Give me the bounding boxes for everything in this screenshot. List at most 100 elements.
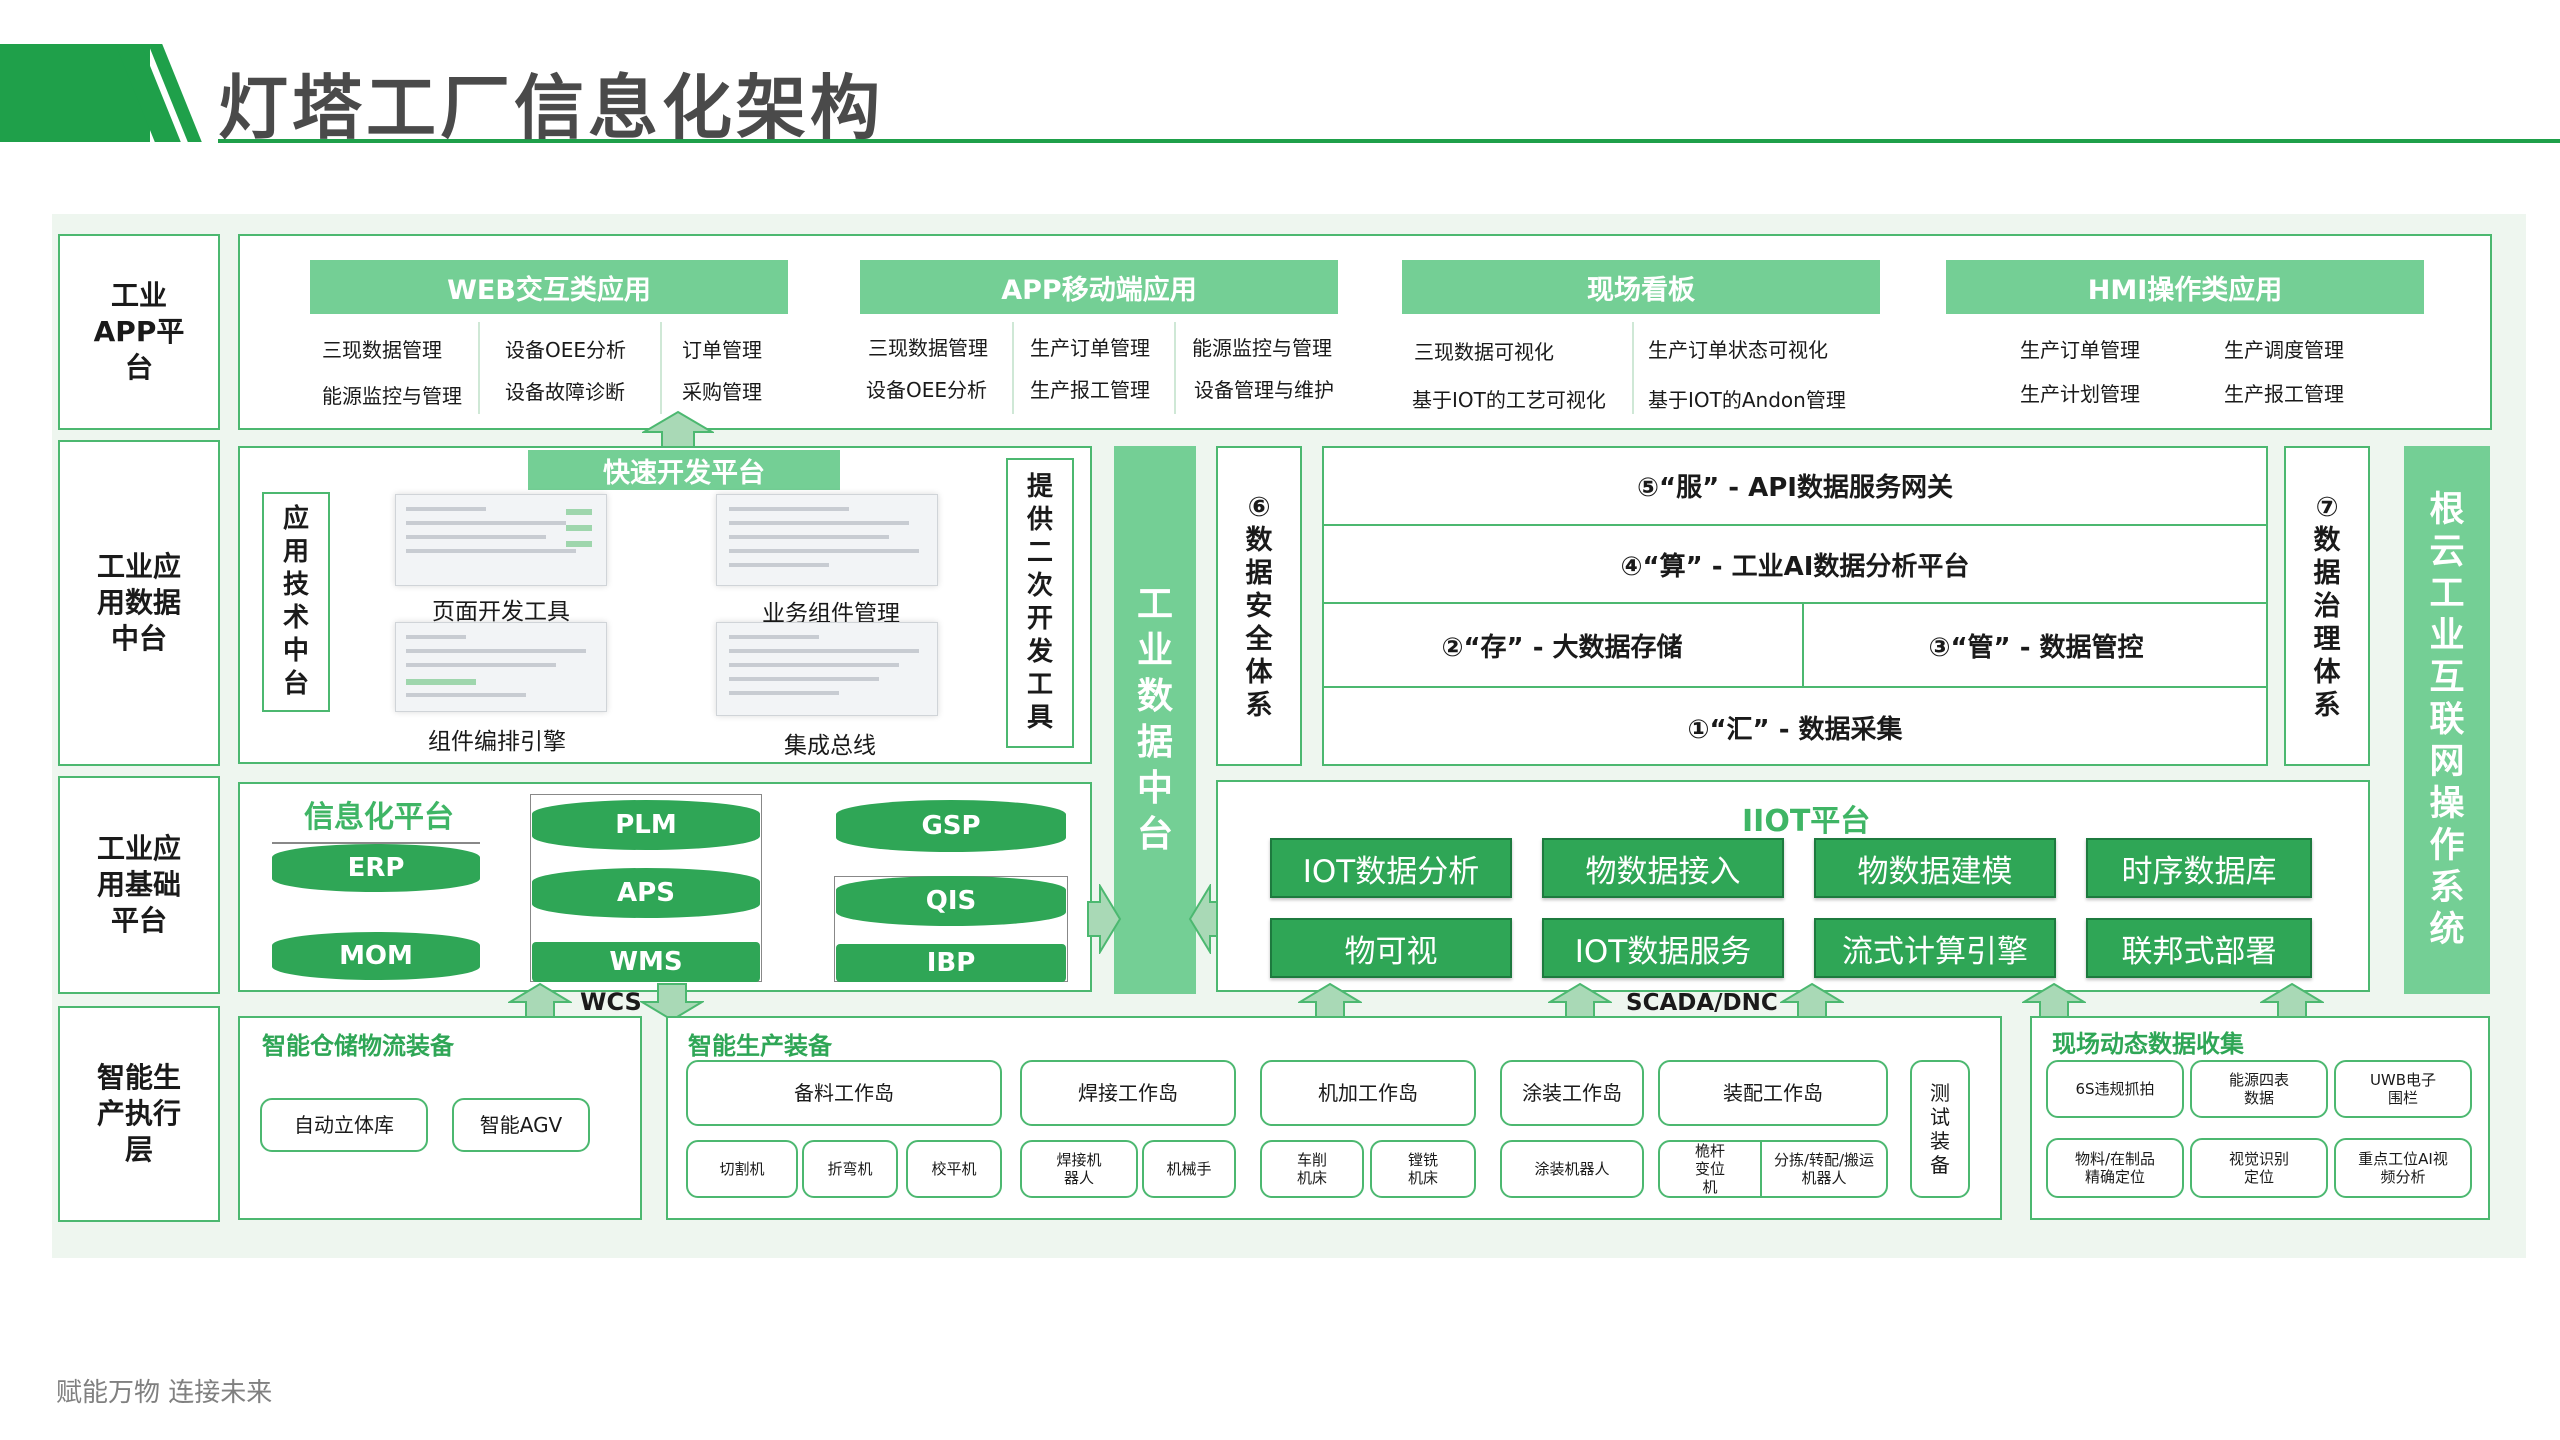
work-cell: 备料工作岛 <box>686 1060 1002 1126</box>
app-item: 设备OEE分析 <box>866 374 987 403</box>
divider <box>1174 322 1176 414</box>
layer-label-data: 工业应用数据中台 <box>58 440 220 766</box>
page-title: 灯塔工厂信息化架构 <box>218 52 884 153</box>
vertical-label-text: ⑦数据治理体系 <box>2312 491 2342 722</box>
layer-label-exec: 智能生产执行层 <box>58 1006 220 1222</box>
app-item: 能源监控与管理 <box>1192 332 1332 361</box>
business-component-thumbnail <box>716 494 938 586</box>
divider <box>478 322 480 414</box>
vertical-label-text: 应用技术中台 <box>282 503 310 701</box>
web-apps-header: WEB交互类应用 <box>310 260 788 314</box>
footer-slogan: 赋能万物 连接未来 <box>56 1372 272 1409</box>
ai-analytics-row: ④“算” - 工业AI数据分析平台 <box>1322 524 2268 602</box>
app-item: 采购管理 <box>682 376 762 405</box>
onsite-data-collection-title: 现场动态数据收集 <box>2052 1024 2244 1059</box>
industrial-data-platform-column: 工业数据中台 <box>1114 446 1196 994</box>
machine-item: 涂装机器人 <box>1500 1140 1644 1198</box>
app-tech-panel <box>238 446 1092 764</box>
system-qis: QIS <box>836 876 1066 926</box>
layer-label-base: 工业应用基础平台 <box>58 776 220 994</box>
work-cell: 焊接工作岛 <box>1020 1060 1236 1126</box>
app-item: 设备故障诊断 <box>505 376 625 405</box>
bigdata-storage-row: ②“存” - 大数据存储 <box>1322 602 1802 686</box>
rapid-dev-platform: 快速开发平台 <box>528 450 840 490</box>
machine-item: 分拣/转配/搬运机器人 <box>1760 1140 1888 1198</box>
vertical-label-text: 提供二次开发工具 <box>1026 471 1054 735</box>
component-orchestration-thumbnail <box>395 622 607 712</box>
scada-dnc-label: SCADA/DNC <box>1626 990 1778 1016</box>
system-plm: PLM <box>532 800 760 850</box>
secondary-dev-tools-label: 提供二次开发工具 <box>1006 458 1074 748</box>
data-security-system: ⑥数据安全体系 <box>1216 446 1302 766</box>
test-equipment: 测试装备 <box>1910 1060 1970 1198</box>
kanban-header: 现场看板 <box>1402 260 1880 314</box>
tool-label: 集成总线 <box>784 726 876 760</box>
layer-label-text: 工业应用基础平台 <box>84 831 194 939</box>
app-item: 生产订单状态可视化 <box>1648 334 1828 363</box>
app-item: 能源监控与管理 <box>322 380 462 409</box>
right-arrow-icon <box>1086 884 1122 954</box>
collection-item: 6S违规抓拍 <box>2046 1060 2184 1118</box>
work-cell: 涂装工作岛 <box>1500 1060 1644 1126</box>
integration-bus-thumbnail <box>716 622 938 716</box>
collection-item: 视觉识别定位 <box>2190 1138 2328 1198</box>
system-erp: ERP <box>272 844 480 892</box>
iiot-module: 联邦式部署 <box>2086 918 2312 978</box>
divider <box>1632 322 1634 414</box>
collection-item: 重点工位AI视频分析 <box>2334 1138 2472 1198</box>
layer-label-text: 工业应用数据中台 <box>84 549 194 657</box>
layer-label-text: 工业APP平台 <box>84 278 194 386</box>
iiot-module: 流式计算引擎 <box>1814 918 2056 978</box>
machine-item: 镗铣机床 <box>1370 1140 1476 1198</box>
app-item: 设备OEE分析 <box>505 334 626 363</box>
info-platform-title: 信息化平台 <box>304 792 454 836</box>
tool-label: 组件编排引擎 <box>428 722 566 756</box>
iiot-module: IOT数据服务 <box>1542 918 1784 978</box>
app-item: 生产计划管理 <box>2020 378 2140 407</box>
app-item: 生产调度管理 <box>2224 334 2344 363</box>
up-arrow-icon <box>642 410 714 450</box>
layer-label-text: 智能生产执行层 <box>84 1060 194 1168</box>
vertical-label-text: ⑥数据安全体系 <box>1244 491 1274 722</box>
system-gsp: GSP <box>836 800 1066 852</box>
app-item: 订单管理 <box>682 334 762 363</box>
data-governance-system: ⑦数据治理体系 <box>2284 446 2370 766</box>
app-item: 设备管理与维护 <box>1194 374 1334 403</box>
machine-item: 焊接机器人 <box>1020 1140 1138 1198</box>
layer-label-app: 工业APP平台 <box>58 234 220 430</box>
rootcloud-os-column: 根云工业互联网操作系统 <box>2404 446 2490 994</box>
app-item: 三现数据管理 <box>322 334 442 363</box>
work-cell: 机加工作岛 <box>1260 1060 1476 1126</box>
collection-item: UWB电子围栏 <box>2334 1060 2472 1118</box>
iiot-module: 时序数据库 <box>2086 838 2312 898</box>
machine-item: 校平机 <box>906 1140 1002 1198</box>
wcs-label: WCS <box>580 988 642 1016</box>
app-tech-midplatform-label: 应用技术中台 <box>262 492 330 712</box>
app-item: 三现数据管理 <box>868 332 988 361</box>
system-aps: APS <box>532 868 760 918</box>
app-item: 基于IOT的工艺可视化 <box>1412 384 1606 413</box>
divider <box>1012 322 1014 414</box>
system-mom: MOM <box>272 932 480 980</box>
collection-item: 物料/在制品精确定位 <box>2046 1138 2184 1198</box>
tool-label: 页面开发工具 <box>432 592 570 626</box>
vertical-label-text: 测试装备 <box>1929 1081 1951 1177</box>
app-item: 三现数据可视化 <box>1414 336 1554 365</box>
app-item: 生产报工管理 <box>2224 378 2344 407</box>
warehouse-equipment-title: 智能仓储物流装备 <box>262 1026 454 1061</box>
mobile-apps-header: APP移动端应用 <box>860 260 1338 314</box>
machine-item: 桅杆变位机 <box>1658 1140 1762 1198</box>
vertical-label-text: 工业数据中台 <box>1135 582 1175 858</box>
divider <box>272 842 480 844</box>
app-item: 生产订单管理 <box>1030 332 1150 361</box>
data-collection-row: ①“汇” - 数据采集 <box>1322 686 2268 766</box>
page-dev-tool-thumbnail <box>395 494 607 586</box>
app-item: 基于IOT的Andon管理 <box>1648 384 1846 413</box>
equipment-item: 智能AGV <box>452 1098 590 1152</box>
machine-item: 切割机 <box>686 1140 798 1198</box>
iiot-module: 物可视 <box>1270 918 1512 978</box>
production-equipment-title: 智能生产装备 <box>688 1026 832 1061</box>
iiot-module: 物数据接入 <box>1542 838 1784 898</box>
machine-item: 车削机床 <box>1260 1140 1364 1198</box>
iiot-platform-title: IIOT平台 <box>1742 796 1870 840</box>
